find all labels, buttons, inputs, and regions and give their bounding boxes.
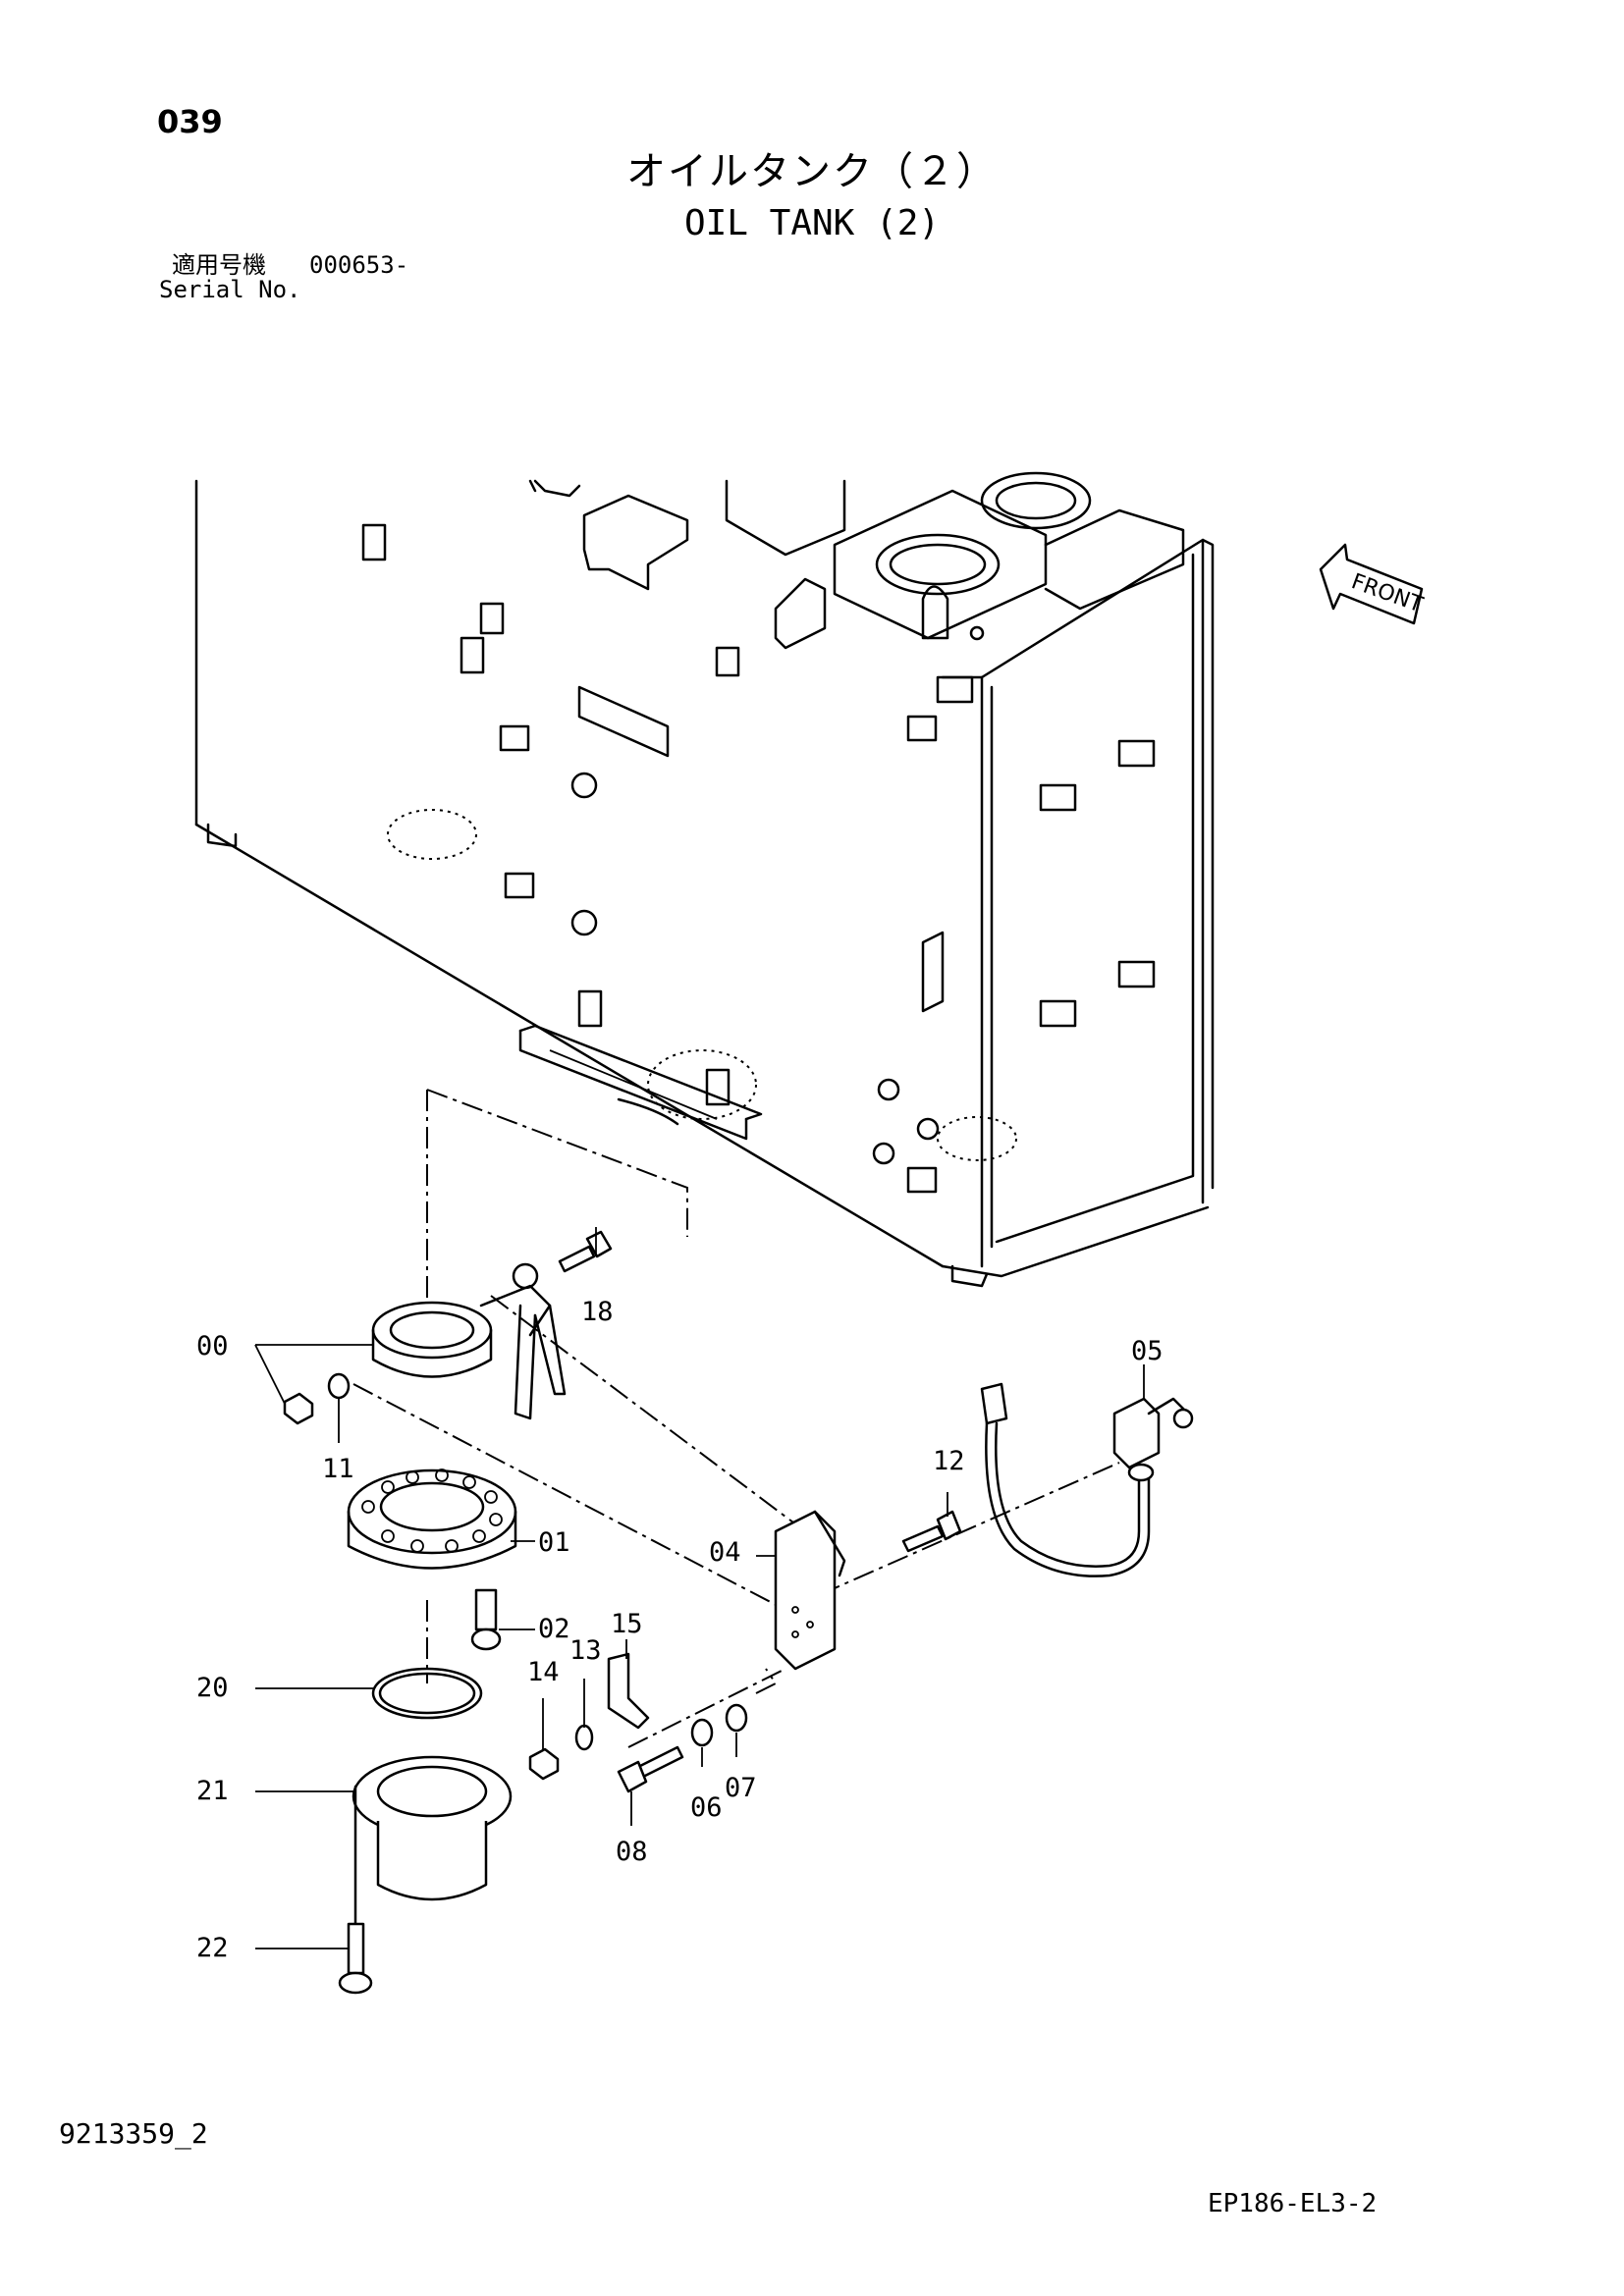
callout-12: 12 (933, 1446, 965, 1476)
callout-05: 05 (1131, 1336, 1164, 1366)
callout-08: 08 (616, 1837, 648, 1867)
callout-13: 13 (569, 1635, 602, 1666)
page-title-english: OIL TANK (2) (683, 203, 941, 243)
exploded-parts (254, 1089, 1194, 1995)
front-direction-arrow: FRONT (1319, 543, 1427, 625)
drawing-id: 9213359_2 (59, 2117, 208, 2150)
callout-01: 01 (538, 1527, 570, 1558)
front-label: FRONT (1348, 569, 1427, 617)
callout-14: 14 (527, 1657, 560, 1687)
callout-22: 22 (196, 1933, 229, 1963)
callout-04: 04 (709, 1537, 741, 1568)
callout-18: 18 (581, 1297, 614, 1327)
part-callouts: 00 01 02 04 05 06 07 08 11 12 13 14 15 1… (196, 1297, 1164, 1963)
callout-07: 07 (725, 1773, 757, 1803)
callout-06: 06 (690, 1792, 723, 1823)
page-number: 039 (157, 103, 223, 140)
serial-number-value: 000653- (309, 251, 409, 279)
figure-id: EP186-EL3-2 (1208, 2189, 1378, 2218)
callout-21: 21 (196, 1776, 229, 1806)
callout-00: 00 (196, 1331, 229, 1362)
page-title-japanese: オイルタンク（２） (626, 149, 998, 194)
callout-15: 15 (611, 1609, 643, 1639)
serial-label-japanese: 適用号機 (172, 251, 266, 279)
callout-11: 11 (322, 1454, 354, 1484)
callout-20: 20 (196, 1673, 229, 1703)
serial-label-english: Serial No. (159, 276, 301, 303)
callout-02: 02 (538, 1614, 570, 1644)
oil-tank-body (194, 471, 1215, 1288)
